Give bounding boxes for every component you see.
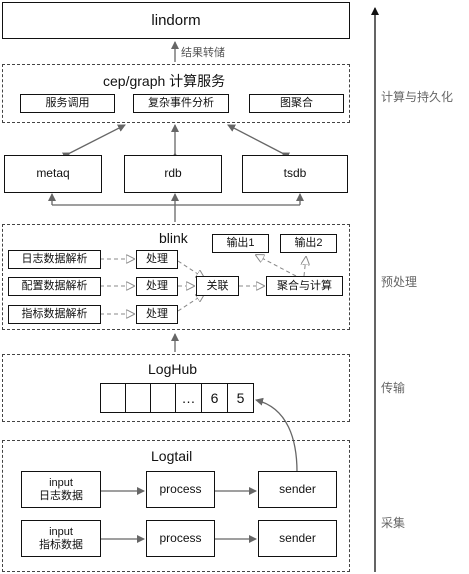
process-log-box: process	[146, 471, 215, 508]
queue-cell-1	[100, 383, 126, 413]
queue-cell-4: …	[175, 383, 202, 413]
lindorm-box: lindorm	[2, 2, 350, 39]
process-log-label: process	[159, 481, 202, 496]
join-label: 关联	[206, 279, 229, 292]
queue-cell-6: 5	[227, 383, 254, 413]
service-call-box: 服务调用	[20, 94, 115, 113]
agg-box: 聚合与计算	[266, 276, 343, 296]
arrow-metaq-compute	[61, 124, 126, 160]
blink-title: blink	[159, 230, 188, 246]
queue-cell-2	[125, 383, 151, 413]
phase-preprocess: 预处理	[381, 275, 418, 289]
join-box: 关联	[196, 276, 239, 296]
loghub-title: LogHub	[148, 361, 198, 377]
process-metric-label: process	[159, 530, 202, 545]
lindorm-label: lindorm	[151, 11, 201, 29]
rdb-box: rdb	[124, 155, 222, 193]
arrow-tsdb-compute	[227, 124, 291, 160]
sender-log-label: sender	[279, 481, 316, 496]
process-box-3: 处理	[136, 305, 178, 324]
parser-log-label: 日志数据解析	[21, 253, 88, 266]
process-label-3: 处理	[146, 308, 168, 321]
loghub-group	[2, 354, 350, 422]
metaq-label: metaq	[36, 166, 70, 181]
tsdb-label: tsdb	[283, 166, 307, 181]
parser-metric-box: 指标数据解析	[8, 305, 101, 324]
sender-metric-box: sender	[258, 520, 337, 557]
complex-event-box: 复杂事件分析	[133, 94, 229, 113]
compute-service-title: cep/graph 计算服务	[103, 73, 226, 89]
input-log-label-a: input	[49, 476, 73, 489]
compute-service-group	[2, 64, 350, 123]
process-box-1: 处理	[136, 250, 178, 269]
tsdb-box: tsdb	[242, 155, 348, 193]
phase-transfer: 传输	[381, 381, 406, 395]
logtail-group	[2, 440, 350, 572]
queue-cell-6-label: 5	[236, 390, 245, 406]
logtail-title: Logtail	[151, 448, 193, 464]
graph-agg-box: 图聚合	[249, 94, 344, 113]
process-label-2: 处理	[146, 280, 168, 293]
phase-compute-persist: 计算与持久化	[381, 90, 454, 104]
phase-collect: 采集	[381, 516, 406, 530]
service-call-label: 服务调用	[45, 97, 90, 110]
metaq-box: metaq	[4, 155, 102, 193]
queue-cell-3	[150, 383, 176, 413]
input-log-label-b: 日志数据	[39, 489, 83, 502]
input-log-box: input 日志数据	[21, 471, 101, 508]
sender-log-box: sender	[258, 471, 337, 508]
rdb-label: rdb	[164, 166, 182, 181]
queue-cell-5-label: 6	[210, 390, 219, 406]
process-box-2: 处理	[136, 277, 178, 296]
complex-event-label: 复杂事件分析	[148, 97, 214, 110]
agg-label: 聚合与计算	[277, 279, 332, 292]
parser-metric-label: 指标数据解析	[21, 308, 88, 321]
output-1-label: 输出1	[226, 237, 255, 250]
output-1-box: 输出1	[212, 234, 269, 253]
transfer-label: 结果转储	[181, 47, 225, 59]
output-2-box: 输出2	[280, 234, 337, 253]
parser-log-box: 日志数据解析	[8, 250, 101, 269]
arrow-sender-to-loghub	[255, 397, 298, 473]
graph-agg-label: 图聚合	[280, 97, 313, 110]
queue-cell-5: 6	[201, 383, 228, 413]
sender-metric-label: sender	[279, 530, 316, 545]
input-metric-box: input 指标数据	[21, 520, 101, 557]
output-2-label: 输出2	[294, 237, 323, 250]
process-metric-box: process	[146, 520, 215, 557]
input-metric-label-a: input	[49, 525, 73, 538]
parser-config-label: 配置数据解析	[21, 280, 88, 293]
blink-group	[2, 224, 350, 330]
input-metric-label-b: 指标数据	[39, 538, 83, 551]
process-label-1: 处理	[146, 253, 168, 266]
parser-config-box: 配置数据解析	[8, 277, 101, 296]
queue-cell-4-label: …	[181, 390, 196, 406]
